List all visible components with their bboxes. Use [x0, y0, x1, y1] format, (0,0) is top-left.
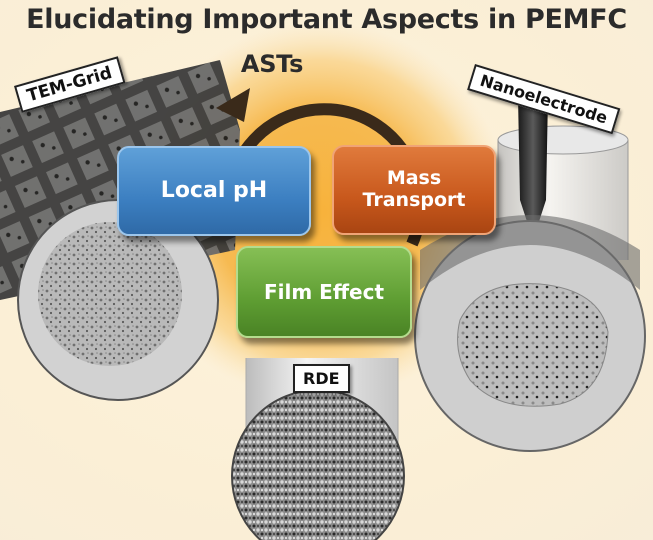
- local-ph-label: Local pH: [160, 178, 268, 204]
- mass-transport-label: Mass Transport: [362, 167, 466, 211]
- mass-transport-box: Mass Transport: [332, 145, 496, 235]
- film-effect-box: Film Effect: [236, 246, 412, 338]
- figure-title: Elucidating Important Aspects in PEMFC: [26, 4, 627, 35]
- figure-subtitle: ASTs: [240, 50, 304, 78]
- local-ph-box: Local pH: [117, 146, 311, 236]
- tem-particle-image: [17, 199, 219, 401]
- nanoelectrode-tip: [518, 96, 548, 240]
- rde-label: RDE: [293, 364, 350, 393]
- film-effect-label: Film Effect: [263, 279, 385, 304]
- nanoelectrode-particle-image: [414, 215, 646, 452]
